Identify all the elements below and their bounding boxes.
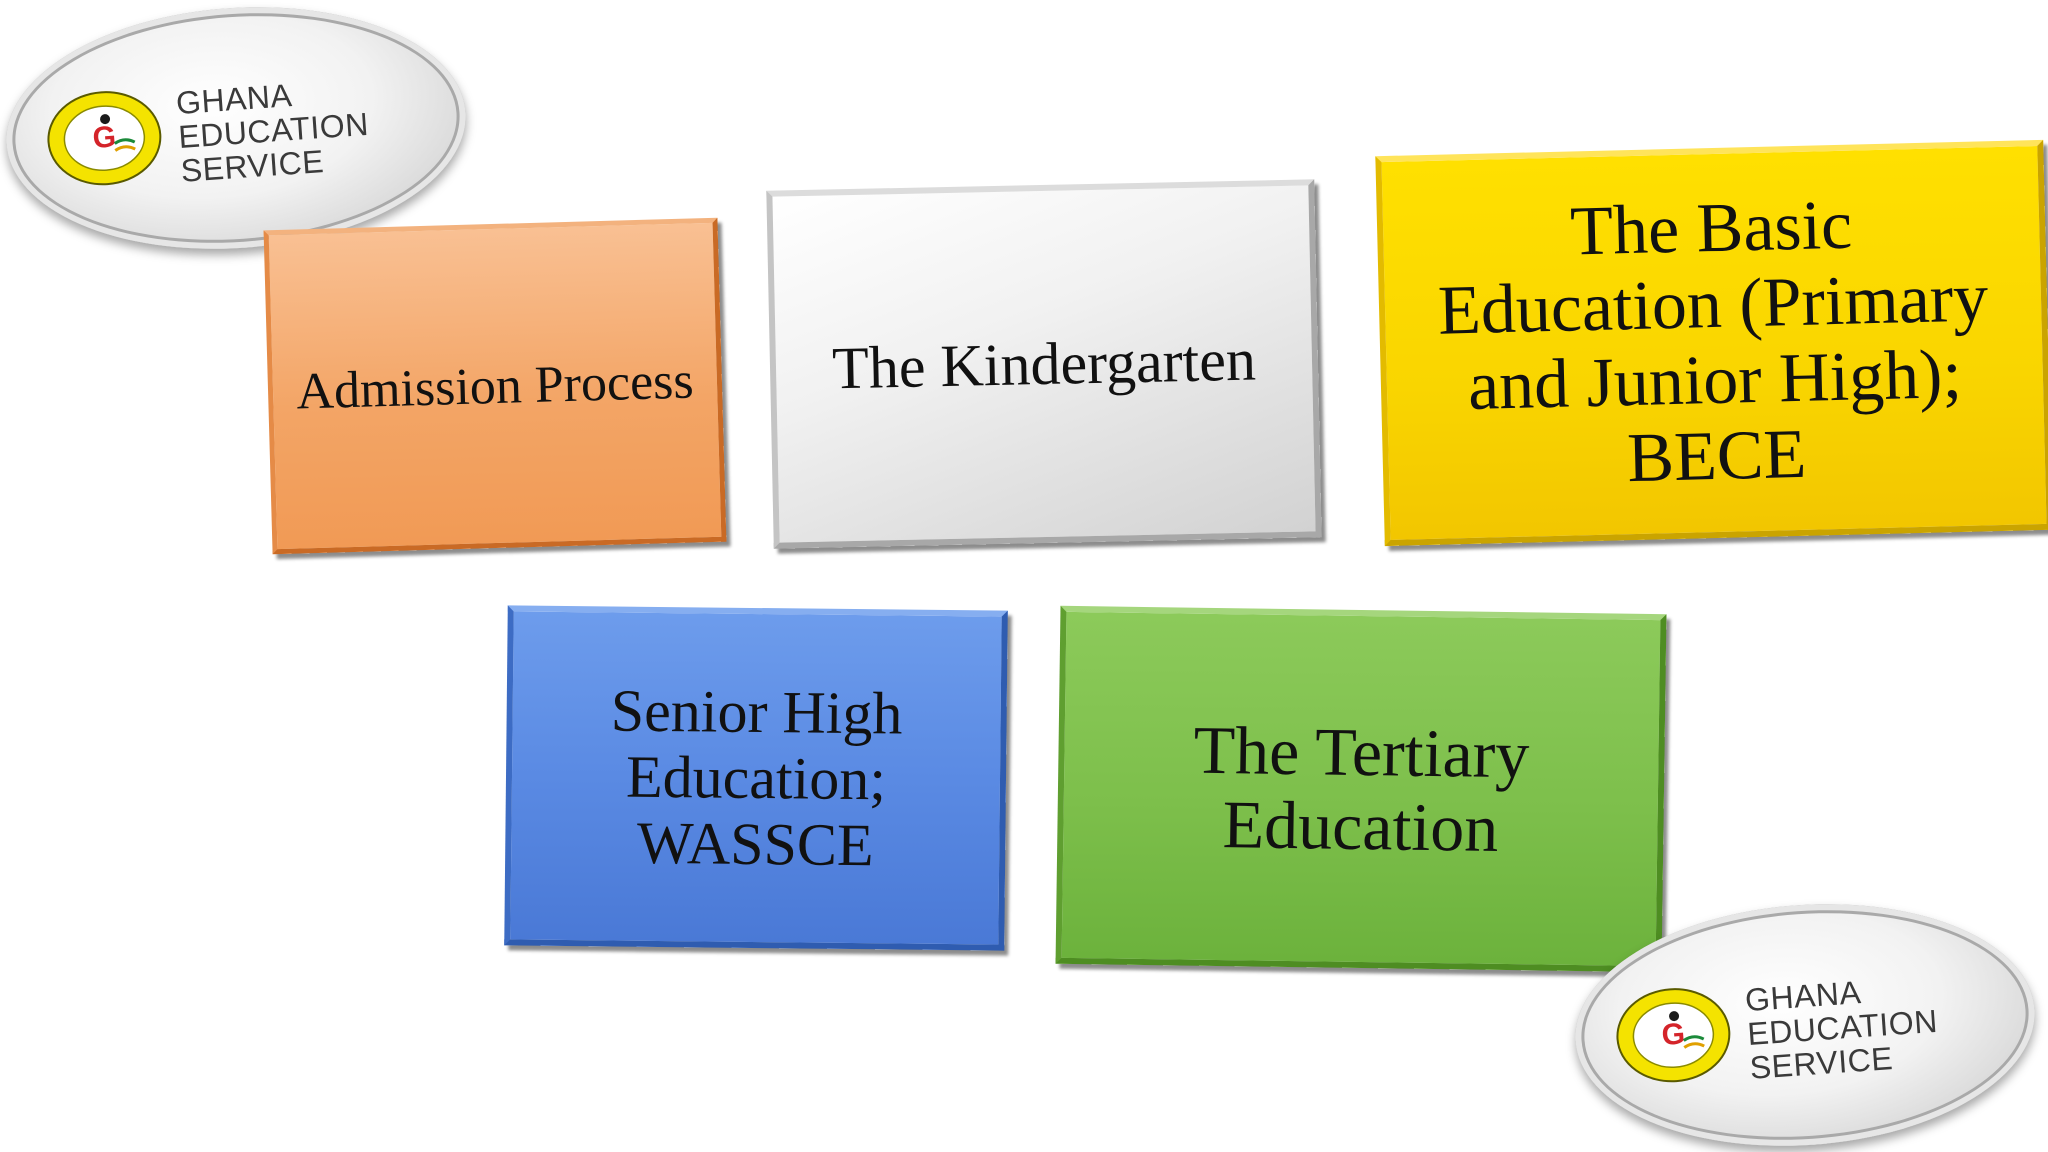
box-label: The Basic Education (Primary and Junior … [1437, 186, 1989, 498]
box-label: Admission Process [295, 351, 695, 421]
svg-text:G: G [92, 120, 118, 155]
ges-logo-top: G GHANA EDUCATION SERVICE [0, 0, 474, 264]
box-label: The Tertiary Education [1193, 711, 1530, 866]
box-basic-education: The Basic Education (Primary and Junior … [1375, 139, 2048, 547]
logo-wordmark: GHANA EDUCATION SERVICE [1744, 970, 1941, 1086]
logo-wordmark: GHANA EDUCATION SERVICE [175, 73, 372, 189]
box-label: The Kindergarten [831, 326, 1257, 401]
ges-seal-icon: G [1616, 988, 1731, 1083]
box-senior-high: Senior High Education; WASSCE [504, 605, 1008, 951]
box-kindergarten: The Kindergarten [766, 179, 1322, 549]
box-admission-process: Admission Process [263, 217, 727, 555]
box-tertiary-education: The Tertiary Education [1055, 605, 1667, 973]
svg-text:G: G [1661, 1017, 1687, 1052]
ges-seal-icon: G [47, 91, 162, 186]
box-label: Senior High Education; WASSCE [610, 677, 903, 879]
ges-logo-bottom: G GHANA EDUCATION SERVICE [1567, 889, 2043, 1152]
